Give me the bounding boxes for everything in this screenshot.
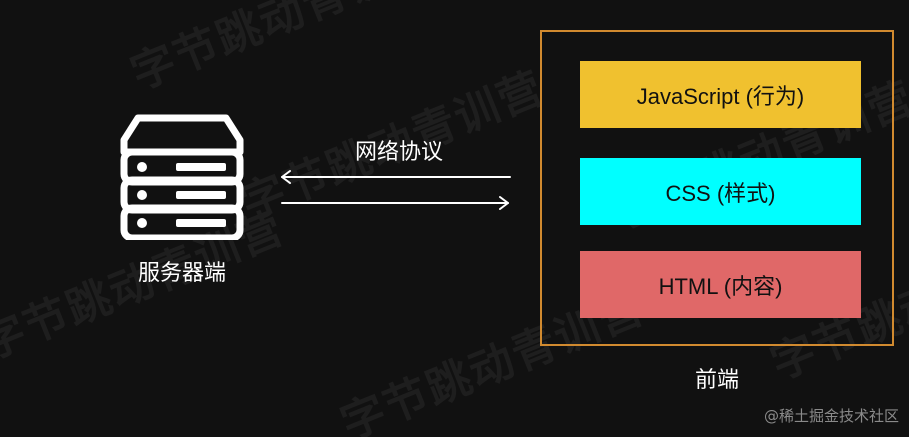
- server-label: 服务器端: [137, 261, 226, 286]
- bidirectional-arrows: [281, 170, 511, 210]
- server-icon: [120, 114, 244, 240]
- site-credit: @稀土掘金技术社区: [763, 407, 899, 425]
- css-layer: CSS (样式): [580, 158, 861, 225]
- frontend-box: JavaScript (行为) CSS (样式) HTML (内容): [540, 30, 894, 346]
- javascript-layer: JavaScript (行为): [580, 61, 861, 128]
- protocol-label: 网络协议: [354, 140, 443, 165]
- arrow-head-right: [499, 196, 509, 210]
- watermark-text: 字节跳动青训营: [123, 0, 442, 101]
- arrow-head-left: [281, 170, 291, 184]
- html-layer: HTML (内容): [580, 251, 861, 318]
- frontend-label: 前端: [694, 368, 739, 393]
